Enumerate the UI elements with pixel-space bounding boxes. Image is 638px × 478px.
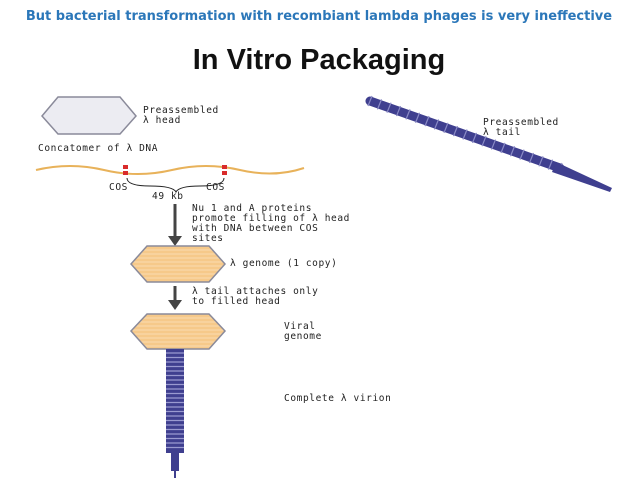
viral-genome-line2: genome [284,331,322,342]
slide-title: In Vitro Packaging [192,44,446,76]
cos-marker-left [123,165,128,175]
step1-line3: with DNA between COS [192,223,319,234]
step2-line2: to filled head [192,296,281,307]
viral-genome-line1: Viral [284,321,316,332]
step1-line4: sites [192,233,224,244]
preassembled-tail-shape [365,95,612,192]
tail-label-line1: Preassembled [483,117,559,128]
filled-head-shape [129,245,227,283]
tail-label-line2: λ tail [483,127,521,138]
concatomer-label: Concatomer of λ DNA [38,143,159,154]
step1-line1: Nu 1 and A proteins [192,203,313,214]
virion-label: Complete λ virion [284,393,392,404]
virion-head-shape [129,313,227,350]
genome-label: λ genome (1 copy) [230,258,338,269]
cos-brace [126,177,225,194]
down-arrow-1 [168,204,182,246]
head-label-line2: λ head [143,115,181,126]
cos-marker-right [222,165,227,175]
dna-concatomer [35,165,305,175]
step1-line2: promote filling of λ head [192,213,350,224]
virion-tail-shape [166,349,184,478]
down-arrow-2 [168,286,182,310]
banner-text: But bacterial transformation with recomb… [25,9,613,24]
step2-line1: λ tail attaches only [192,286,319,297]
empty-head-shape [41,96,137,135]
cos-left-label: COS [109,182,128,193]
cos-right-label: COS [206,182,225,193]
head-label-line1: Preassembled [143,105,219,116]
spacing-label: 49 kb [152,191,184,202]
